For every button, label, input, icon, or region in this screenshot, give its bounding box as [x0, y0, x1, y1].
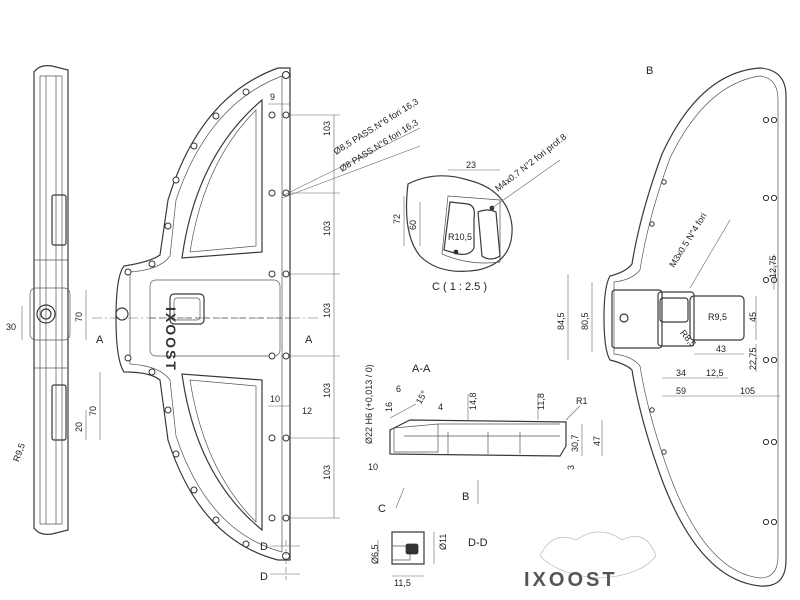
- dim-b-34: 34: [676, 368, 686, 378]
- dim-c-23: 23: [466, 160, 476, 170]
- dim-aa-47: 47: [592, 436, 602, 446]
- dim-20: 20: [74, 422, 84, 432]
- front-dims: 103 103 103 103 103 9 10 12: [268, 92, 340, 519]
- dim-b-22-75: 22,75: [748, 347, 758, 370]
- section-aa-title: A-A: [412, 363, 431, 375]
- dim-aa-14-8: 14,8: [468, 392, 478, 410]
- dim-b-12-5: 12,5: [706, 368, 724, 378]
- dim-aa-30-7: 30,7: [570, 434, 580, 452]
- dim-aa-r1: R1: [576, 396, 588, 406]
- dim-aa-16: 16: [384, 402, 394, 412]
- dim-aa-15deg: 15°: [414, 389, 430, 406]
- dim-aa-11-8: 11,8: [536, 393, 546, 410]
- dim-r9-5-side: R9,5: [11, 442, 27, 463]
- view-b-hole-pairs: [649, 116, 778, 526]
- dim-30: 30: [6, 322, 16, 332]
- section-aa: A-A 6 16 15° 4 14,8 11,8 R1 30,7 47 3 10…: [364, 363, 603, 515]
- cut-a-right-label: A: [305, 334, 313, 346]
- dim-dd-11-5: 11,5: [394, 578, 411, 588]
- dim-b-12-75-top: 12,75: [768, 255, 778, 278]
- dim-70-bottom: 70: [88, 406, 98, 416]
- dim-aa-6: 6: [396, 384, 401, 394]
- dim-b-43: 43: [716, 344, 726, 354]
- cut-d-bottom-label: D: [260, 571, 268, 583]
- section-line-aa: A A: [92, 317, 320, 346]
- brand-watermark: IXOOST: [524, 531, 657, 591]
- edge-hole-pairs: [268, 111, 290, 522]
- brand-logo-vertical: IXOOST: [163, 307, 179, 372]
- dim-b-45: 45: [748, 312, 758, 322]
- arrow-b-label: B: [462, 491, 469, 503]
- dim-103-4: 103: [322, 383, 332, 398]
- dim-aa-4: 4: [438, 402, 443, 412]
- view-b-title: B: [646, 65, 653, 77]
- dim-c-60: 60: [408, 220, 418, 230]
- dim-dd-11: Ø11: [438, 534, 448, 550]
- note-thread-m4: M4x0.7 N°2 fori prof.8: [493, 132, 568, 194]
- arrow-c-label: C: [378, 503, 386, 515]
- dim-dd-6-5: Ø6,5: [370, 544, 380, 564]
- dim-9: 9: [270, 92, 275, 102]
- detail-c: 23 72 60 R10,5 M4x0.7 N°2 fori prof.8 C …: [392, 132, 568, 293]
- cut-a-left-label: A: [96, 334, 104, 346]
- view-b: B M3x0.5 N°4 fori 12,75 84,5 80,5: [556, 65, 787, 587]
- dim-b-84-5: 84,5: [556, 312, 566, 330]
- dim-103-5: 103: [322, 465, 332, 480]
- note-bore-22: Ø22 H6 (+0,013 / 0): [364, 364, 374, 444]
- dim-103-2: 103: [322, 221, 332, 236]
- dim-b-r9-5: R9,5: [708, 312, 727, 322]
- cut-d-top-label: D: [260, 541, 268, 553]
- dim-10: 10: [270, 394, 280, 404]
- side-view: 30 70 70 20 R9,5: [6, 65, 101, 535]
- dim-c-72: 72: [392, 214, 402, 224]
- brand-logo: IXOOST: [524, 569, 618, 591]
- front-view: IXOOST: [115, 67, 420, 583]
- dim-aa-3: 3: [566, 465, 576, 470]
- dim-b-105: 105: [740, 386, 755, 396]
- dim-c-r10-5: R10,5: [448, 232, 472, 242]
- dim-b-59: 59: [676, 386, 686, 396]
- note-thread-m3: M3x0.5 N°4 fori: [667, 211, 708, 269]
- dim-103-3: 103: [322, 303, 332, 318]
- dim-103-1: 103: [322, 121, 332, 136]
- section-dd-title: D-D: [468, 537, 488, 549]
- dim-70-top: 70: [74, 312, 84, 322]
- dim-b-80-5: 80,5: [580, 312, 590, 330]
- dim-aa-10: 10: [368, 462, 378, 472]
- dim-12: 12: [302, 406, 312, 416]
- section-dd: D-D Ø6,5 Ø11 11,5: [370, 531, 488, 588]
- detail-c-title: C ( 1 : 2.5 ): [432, 281, 487, 293]
